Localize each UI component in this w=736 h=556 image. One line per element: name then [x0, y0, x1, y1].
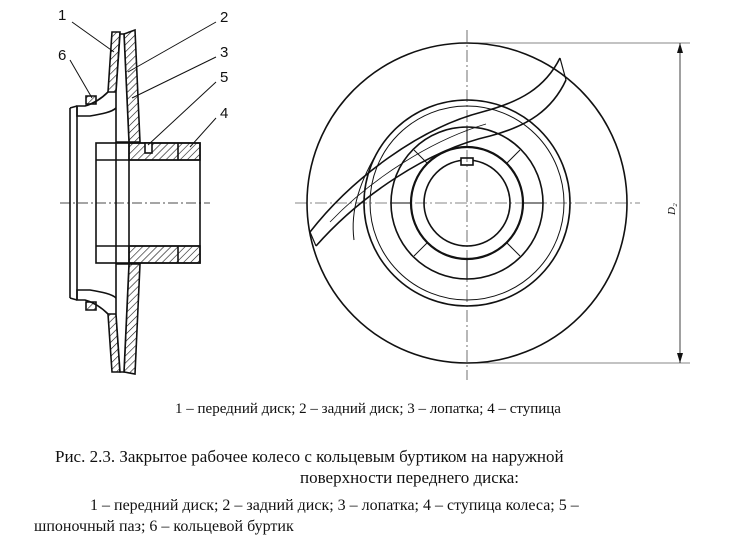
caption-title: Рис. 2.3. Закрытое рабочее колесо с коль…	[55, 447, 564, 466]
label-4: 4	[220, 105, 228, 122]
caption-title-line-2: поверхности переднего диска:	[300, 468, 520, 487]
caption-legend-line-1: 1 – передний диск; 2 – задний диск; 3 – …	[90, 497, 579, 514]
dimension-d2-label: D₂	[666, 203, 678, 216]
figure-legend-top: 1 – передний диск; 2 – задний диск; 3 – …	[175, 401, 561, 417]
label-6: 6	[58, 47, 66, 64]
label-5: 5	[220, 69, 228, 86]
ring-collar-top	[85, 95, 97, 105]
label-1: 1	[58, 7, 66, 24]
impeller-drawing: 1 2 3 5 4 6	[58, 7, 690, 380]
hub-wall-bottom	[128, 245, 201, 264]
blade-section-top	[115, 33, 130, 143]
section-view	[60, 28, 210, 375]
leader-lines	[69, 21, 217, 148]
hub	[95, 142, 201, 264]
front-disk-eye-bottom	[76, 289, 117, 315]
key-slot	[144, 142, 153, 154]
label-2: 2	[220, 9, 228, 26]
hub-wall-top	[128, 142, 201, 161]
front-view	[295, 30, 690, 380]
ring-collar-bottom	[85, 301, 97, 311]
blade-section-bottom	[115, 263, 130, 373]
curved-blade-outer	[309, 57, 561, 233]
caption-legend-line-2: шпоночный паз; 6 – кольцевой буртик	[34, 518, 294, 535]
label-3: 3	[220, 44, 228, 61]
curved-blade-inner	[315, 79, 567, 247]
part-number-labels: 1 2 3 5 4 6	[58, 7, 228, 122]
eye-vanes	[391, 127, 543, 279]
cutaway-edge	[309, 57, 567, 247]
